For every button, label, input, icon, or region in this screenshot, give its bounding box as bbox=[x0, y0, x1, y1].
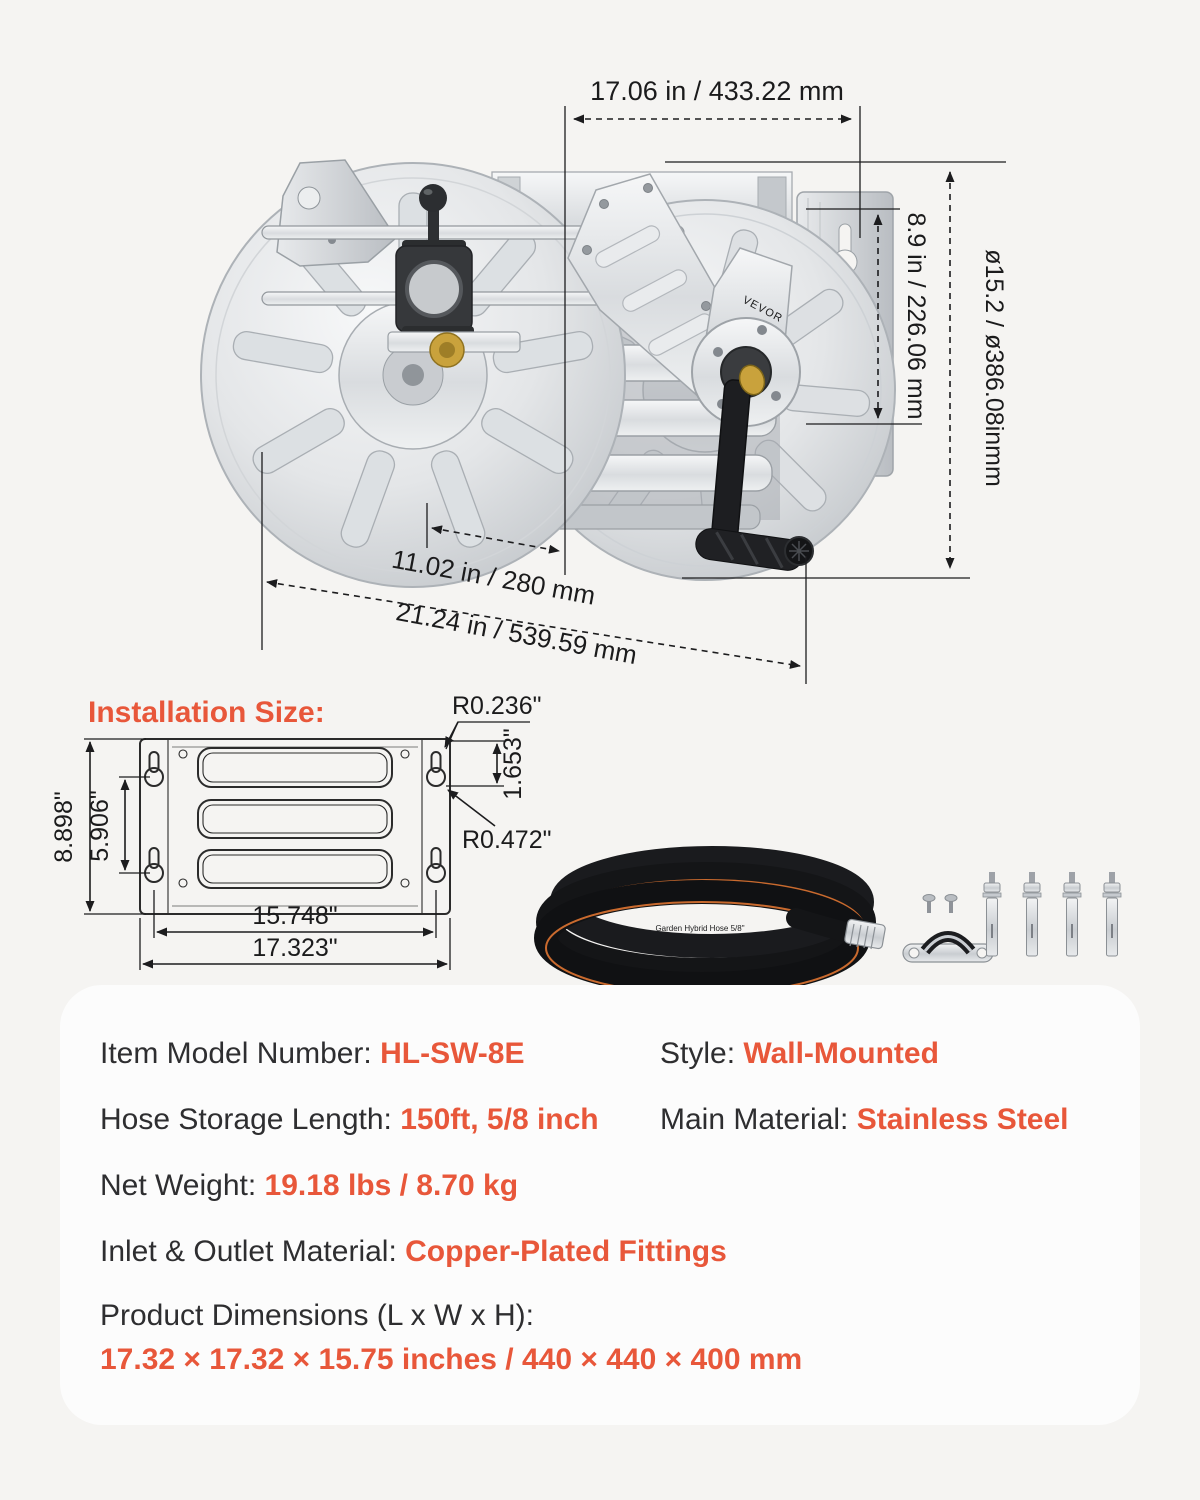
bracket-slots bbox=[197, 747, 393, 889]
dim-outer-height: 8.898" bbox=[50, 791, 78, 862]
installation-drawing-svg: 8.898" 5.906" 15.748" 17.323" R0.236" 1.… bbox=[50, 692, 552, 970]
spec-value: Wall-Mounted bbox=[743, 1037, 939, 1070]
anchor-bolt bbox=[1102, 872, 1122, 957]
hose-print-text: Garden Hybrid Hose 5/8" bbox=[655, 924, 744, 933]
saddle-clamp bbox=[902, 931, 994, 963]
spec-value: HL-SW-8E bbox=[380, 1037, 525, 1070]
spec-value: 19.18 lbs / 8.70 kg bbox=[264, 1169, 519, 1202]
spec-item-model: Item Model Number: HL-SW-8E bbox=[100, 1037, 524, 1071]
dim-radius-small: R0.236" bbox=[452, 692, 542, 720]
spec-dimensions-label: Product Dimensions (L x W x H): bbox=[100, 1299, 534, 1333]
dimension-label-top-width: 17.06 in / 433.22 mm bbox=[590, 76, 844, 106]
anchor-bolt bbox=[982, 872, 1002, 957]
spec-value: 150ft, 5/8 inch bbox=[400, 1103, 599, 1136]
spec-panel: Item Model Number: HL-SW-8E Style: Wall-… bbox=[60, 985, 1140, 1425]
dim-keyhole-spacing-v: 5.906" bbox=[86, 790, 114, 861]
brass-inlet-fitting bbox=[429, 332, 465, 368]
anchor-bolt bbox=[1022, 872, 1042, 957]
installation-dimensions: 8.898" 5.906" 15.748" 17.323" R0.236" 1.… bbox=[50, 692, 552, 970]
keyhole-mount-slots bbox=[144, 749, 446, 888]
mounting-screws bbox=[922, 894, 958, 913]
installation-size-title: Installation Size: bbox=[88, 696, 325, 729]
spec-value: 17.32 × 17.32 × 15.75 inches / 440 × 440… bbox=[100, 1343, 803, 1376]
spec-label: Product Dimensions (L x W x H): bbox=[100, 1299, 534, 1332]
spec-net-weight: Net Weight: 19.18 lbs / 8.70 kg bbox=[100, 1169, 518, 1203]
crank-grip bbox=[695, 528, 804, 571]
dimension-label-reel-diameter: ø15.2 / ø386.08inmm bbox=[980, 249, 1008, 487]
hose-coil: Garden Hybrid Hose 5/8" bbox=[534, 846, 886, 985]
spec-label: Net Weight: bbox=[100, 1169, 265, 1202]
anchor-bolts bbox=[982, 872, 1122, 957]
dimension-label-bracket-height: 8.9 in / 226.06 mm bbox=[902, 212, 930, 419]
dim-radius-large: R0.472" bbox=[462, 826, 552, 854]
spec-value: Copper-Plated Fittings bbox=[405, 1235, 727, 1268]
hose-end-fitting bbox=[844, 918, 886, 950]
anchor-bolt bbox=[1062, 872, 1082, 957]
spec-material: Main Material: Stainless Steel bbox=[660, 1103, 1069, 1137]
dim-keyhole-spacing-h: 15.748" bbox=[252, 902, 337, 930]
left-reel-flange bbox=[200, 162, 626, 588]
dim-keyhole-offset: 1.653" bbox=[499, 728, 527, 799]
dim-outer-width: 17.323" bbox=[252, 934, 337, 962]
spec-dimensions-value: 17.32 × 17.32 × 15.75 inches / 440 × 440… bbox=[100, 1343, 802, 1377]
product-diagram-svg: VEVOR 17.06 in / 433.22 mm 8.9 in / 226.… bbox=[200, 76, 1008, 684]
dimension-label-overall-width: 21.24 in / 539.59 mm bbox=[394, 596, 640, 670]
spec-label: Main Material: bbox=[660, 1103, 857, 1136]
spec-label: Style: bbox=[660, 1037, 744, 1070]
spec-hose-length: Hose Storage Length: 150ft, 5/8 inch bbox=[100, 1103, 599, 1137]
spec-label: Inlet & Outlet Material: bbox=[100, 1235, 406, 1268]
spec-style: Style: Wall-Mounted bbox=[660, 1037, 939, 1071]
spec-label: Hose Storage Length: bbox=[100, 1103, 401, 1136]
hose-kit-svg: Garden Hybrid Hose 5/8" bbox=[534, 846, 1122, 985]
spec-value: Stainless Steel bbox=[856, 1103, 1069, 1136]
spec-label: Item Model Number: bbox=[100, 1037, 381, 1070]
crank-handle bbox=[695, 364, 814, 571]
spec-inlet-outlet: Inlet & Outlet Material: Copper-Plated F… bbox=[100, 1235, 727, 1269]
